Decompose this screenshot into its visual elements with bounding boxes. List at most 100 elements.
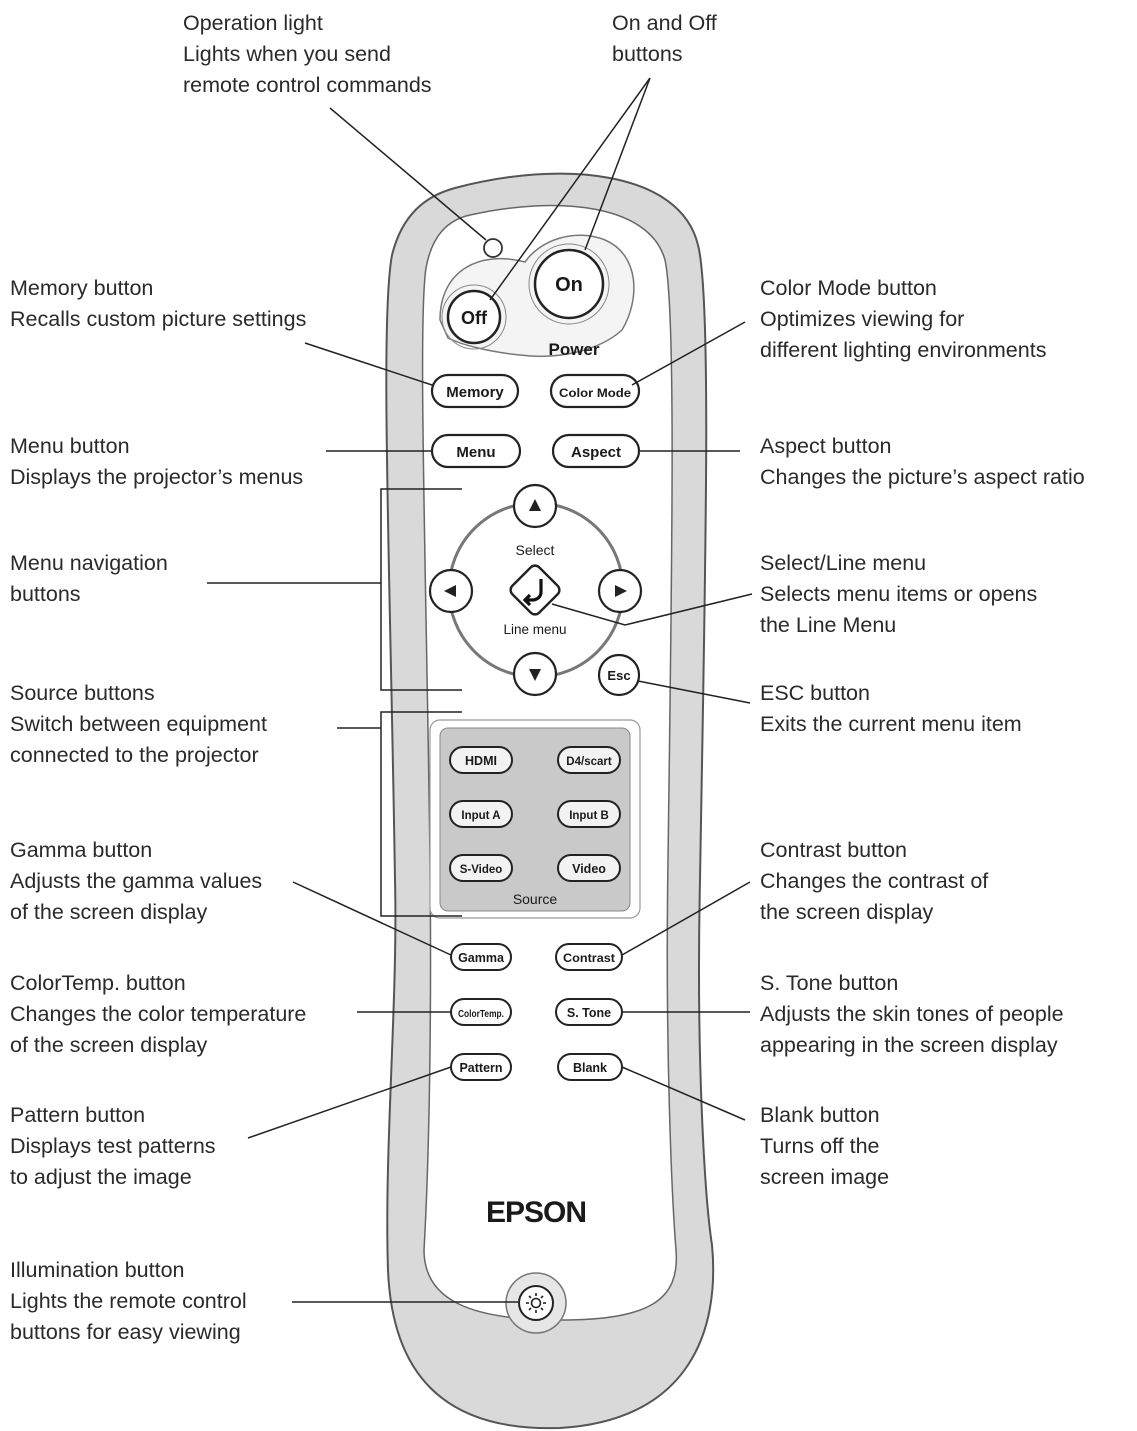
epson-logo: EPSON <box>486 1196 586 1229</box>
source-button-s-video[interactable] <box>449 854 513 882</box>
callout-line: Switch between equipment <box>10 712 267 736</box>
callout-line: Exits the current menu item <box>760 712 1022 736</box>
on-button-ring <box>528 243 610 325</box>
leader-contrast <box>621 881 751 956</box>
callout-line: Adjusts the skin tones of people <box>760 1002 1064 1026</box>
leader-blank <box>621 1066 746 1121</box>
callout-line: ColorTemp. button <box>10 971 186 995</box>
callout-line: buttons <box>10 582 81 606</box>
leader-color-mode <box>631 321 746 386</box>
callout-line: Displays test patterns <box>10 1134 216 1158</box>
color-temp-button-label: ColorTemp. <box>458 1008 504 1020</box>
leader-memory <box>304 342 433 386</box>
color-mode-button[interactable] <box>549 373 641 409</box>
menu-button-label: Menu <box>456 444 495 461</box>
callout-line: screen image <box>760 1165 890 1189</box>
illumination-button[interactable] <box>518 1285 554 1321</box>
up-arrow-icon <box>529 499 541 511</box>
leader-gamma <box>292 881 452 956</box>
callout-line: connected to the projector <box>10 743 259 767</box>
callout-line: Pattern button <box>10 1103 146 1127</box>
source-button-d4-scart[interactable] <box>557 746 621 774</box>
source-button-input-b[interactable] <box>557 800 621 828</box>
callout-menu-nav: Menu navigation buttons <box>10 548 168 610</box>
source-button-video[interactable] <box>557 854 621 882</box>
sun-icon <box>526 1293 546 1313</box>
on-button-label: On <box>555 274 583 296</box>
color-mode-button-label: Color Mode <box>559 386 631 400</box>
callout-line: Selects menu items or opens <box>760 582 1038 606</box>
source-button-label: Input A <box>461 810 500 822</box>
callout-line: Contrast button <box>760 838 908 862</box>
aspect-button-label: Aspect <box>571 444 621 461</box>
on-button[interactable] <box>533 248 605 320</box>
callout-line: Select/Line menu <box>760 551 927 575</box>
blank-button-label: Blank <box>573 1061 607 1075</box>
left-arrow-icon <box>444 585 456 597</box>
callout-line: remote control commands <box>183 73 432 97</box>
source-button-label: S-Video <box>460 864 503 876</box>
callout-line: Memory button <box>10 276 154 300</box>
bracket-menu-nav <box>380 488 462 691</box>
memory-button[interactable] <box>430 373 520 409</box>
callout-line: Turns off the <box>760 1134 880 1158</box>
memory-button-label: Memory <box>446 384 504 401</box>
source-button-hdmi[interactable] <box>449 746 513 774</box>
callout-line: Changes the color temperature <box>10 1002 307 1026</box>
callout-line: Displays the projector’s menus <box>10 465 304 489</box>
leader-esc <box>637 680 751 704</box>
gamma-button[interactable] <box>450 943 512 971</box>
power-label: Power <box>548 340 599 359</box>
off-button[interactable] <box>446 289 502 345</box>
select-label: Select <box>516 542 555 558</box>
callout-line: ESC button <box>760 681 870 705</box>
s-tone-button-label: S. Tone <box>567 1006 611 1020</box>
source-button-label: D4/scart <box>566 756 612 768</box>
callout-line: Source buttons <box>10 681 155 705</box>
callout-line: Blank button <box>760 1103 880 1127</box>
callout-line: buttons <box>612 42 683 66</box>
source-label: Source <box>513 891 558 907</box>
line-menu-label: Line menu <box>503 622 566 637</box>
source-button-label: HDMI <box>465 754 497 768</box>
source-button-label: Video <box>572 862 606 876</box>
callout-line: different lighting environments <box>760 338 1047 362</box>
callout-line: Menu button <box>10 434 130 458</box>
leader-off <box>489 77 651 301</box>
callout-line: the screen display <box>760 900 934 924</box>
source-button-input-a[interactable] <box>449 800 513 828</box>
callout-line: the Line Menu <box>760 613 897 637</box>
leader-on <box>584 77 651 251</box>
callout-line: Lights when you send <box>183 42 391 66</box>
callout-line: to adjust the image <box>10 1165 192 1189</box>
callout-line: Menu navigation <box>10 551 168 575</box>
callout-line: buttons for easy viewing <box>10 1320 241 1344</box>
callout-line: Recalls custom picture settings <box>10 307 307 331</box>
callout-line: appearing in the screen display <box>760 1033 1058 1057</box>
callout-line: Aspect button <box>760 434 892 458</box>
bracket-source <box>380 711 462 917</box>
esc-button[interactable] <box>597 653 641 697</box>
callout-line: Lights the remote control <box>10 1289 247 1313</box>
operation-light <box>483 238 503 258</box>
callout-line: Color Mode button <box>760 276 937 300</box>
callout-line: of the screen display <box>10 1033 208 1057</box>
callout-line: Optimizes viewing for <box>760 307 965 331</box>
down-arrow-icon <box>529 669 541 681</box>
contrast-button[interactable] <box>555 943 623 971</box>
leader-pattern <box>247 1066 452 1139</box>
leader-select <box>551 593 753 626</box>
select-button[interactable] <box>508 563 562 617</box>
